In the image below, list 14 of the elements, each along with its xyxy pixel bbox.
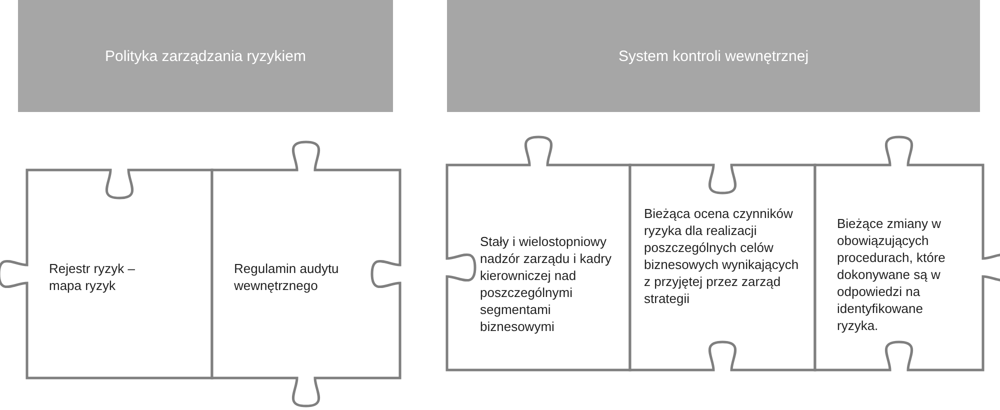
header-box: [447, 0, 980, 112]
piece-text: Bieżąca ocena czynników ryzyka dla realizacji poszczególnych celów biznesowych wynikających z przyjętej przez zarząd strategii: [644, 205, 800, 307]
puzzle-piece: [630, 165, 815, 370]
piece-text: Bieżące zmiany w obowiązujących procedurach, które dokonywane są w odpowiedzi na identyfikowane ryzyka.: [837, 215, 946, 334]
piece-text: Stały i wielostopniowy nadzór zarządu i kadry kierowniczej nad poszczególnymi segmentami biznesowymi: [480, 233, 613, 335]
puzzle-piece: [815, 135, 1000, 370]
piece-text: Regulamin audytu wewnętrznego: [234, 260, 340, 294]
header-text: System kontroli wewnętrznej: [618, 48, 809, 64]
puzzle-piece: [447, 135, 630, 370]
header-text: Polityka zarządzania ryzykiem: [105, 48, 306, 64]
header-box: [18, 0, 393, 112]
puzzle-piece: [0, 170, 212, 378]
piece-text: Rejestr ryzyk – mapa ryzyk: [49, 260, 136, 294]
puzzle-piece: [212, 140, 400, 408]
